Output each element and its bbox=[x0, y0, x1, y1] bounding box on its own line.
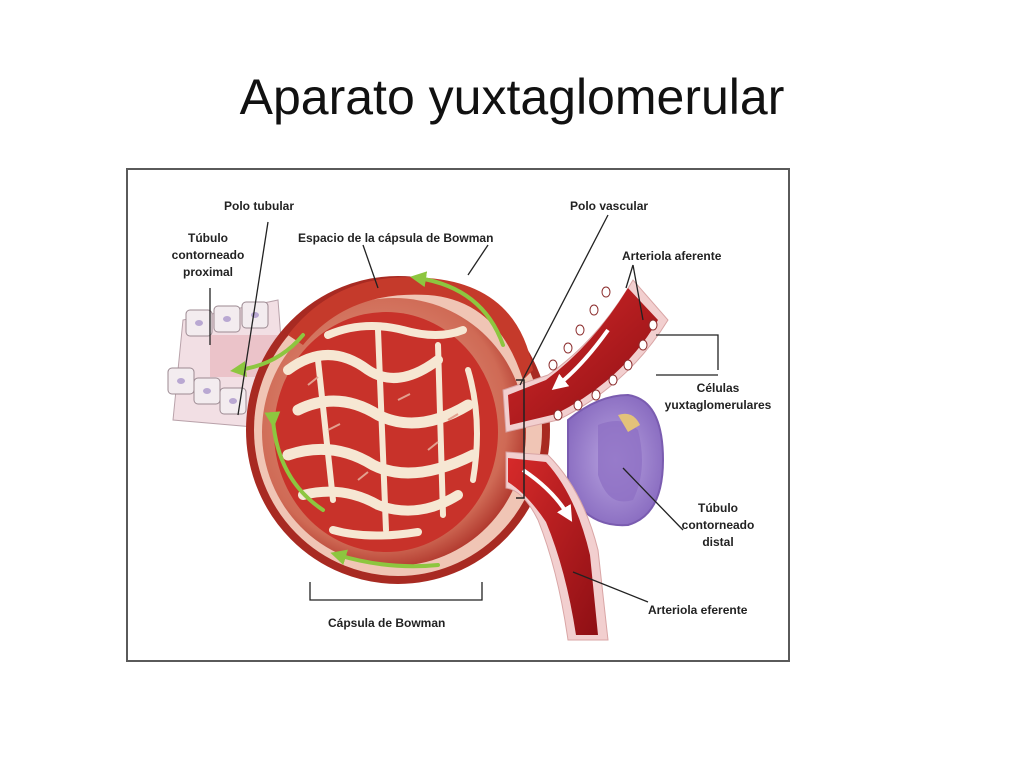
label-tubulo-proximal-line-3: proximal bbox=[182, 265, 233, 279]
label-polo-tubular: Polo tubular bbox=[224, 199, 294, 213]
efferent-arteriole bbox=[505, 451, 609, 641]
label-tubulo-contorneado-proximal: Túbulo contorneado proximal bbox=[158, 230, 258, 281]
label-tubulo-distal-line-3: distal bbox=[702, 535, 734, 549]
label-espacio-capsula-bowman: Espacio de la cápsula de Bowman bbox=[298, 231, 494, 245]
label-celulas-yuxtaglomerulares: Células yuxtaglomerulares bbox=[653, 380, 783, 414]
afferent-arteriole bbox=[502, 279, 669, 433]
label-polo-vascular: Polo vascular bbox=[570, 199, 649, 213]
label-leader-lines bbox=[209, 214, 719, 603]
label-tubulo-distal-line-1: Túbulo bbox=[698, 501, 738, 515]
label-celulas-line-2: yuxtaglomerulares bbox=[664, 398, 772, 412]
label-tubulo-proximal-line-1: Túbulo bbox=[188, 231, 228, 245]
label-tubulo-proximal-line-2: contorneado bbox=[171, 248, 245, 262]
glomerulus bbox=[274, 312, 498, 552]
label-arteriola-aferente: Arteriola aferente bbox=[622, 249, 722, 263]
label-arteriola-eferente: Arteriola eferente bbox=[648, 603, 748, 617]
label-capsula-bowman: Cápsula de Bowman bbox=[328, 616, 446, 630]
juxtaglomerular-figure: Polo tubular Túbulo contorneado proximal… bbox=[126, 168, 790, 662]
distal-tubule bbox=[567, 393, 665, 527]
label-tubulo-distal-line-2: contorneado bbox=[681, 518, 755, 532]
slide-title: Aparato yuxtaglomerular bbox=[239, 69, 785, 125]
label-celulas-line-1: Células bbox=[696, 381, 740, 395]
label-tubulo-contorneado-distal: Túbulo contorneado distal bbox=[668, 500, 768, 551]
renal-corpuscle-illustration bbox=[167, 214, 719, 641]
vascular-pole-bracket bbox=[516, 379, 525, 499]
